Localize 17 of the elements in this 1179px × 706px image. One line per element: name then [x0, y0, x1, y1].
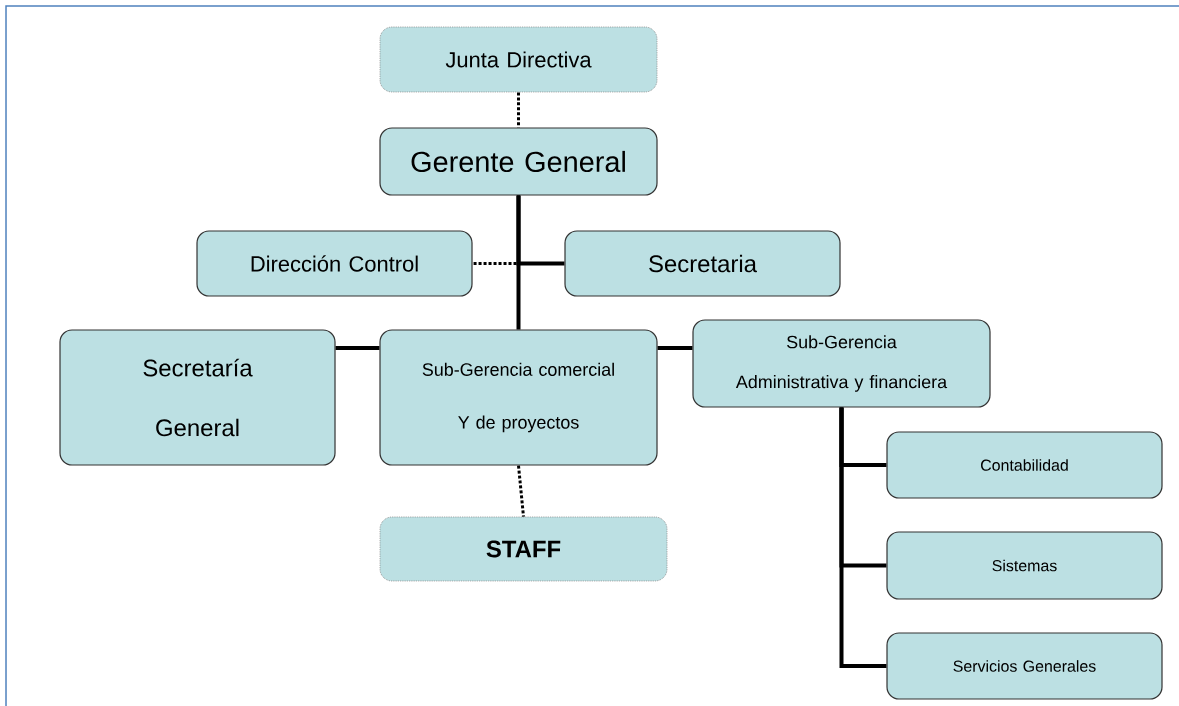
- org-box: Gerente General: [379, 127, 658, 196]
- org-box: Secretaria: [564, 230, 841, 297]
- org-box: Contabilidad: [886, 431, 1163, 499]
- connector-line: [839, 407, 887, 668]
- org-box: Dirección Control: [196, 230, 473, 297]
- org-box: STAFF: [379, 516, 668, 582]
- org-box: Sistemas: [886, 531, 1163, 600]
- org-box: Junta Directiva: [379, 26, 658, 93]
- connector-line: [335, 346, 380, 350]
- connector-line: [517, 92, 520, 128]
- connector-line: [657, 346, 693, 350]
- org-box: Secretaría General: [59, 329, 336, 466]
- org-box: Servicios Generales: [886, 632, 1163, 700]
- connector-line: [517, 465, 525, 517]
- org-box: Sub-Gerencia Administrativa y financiera: [692, 319, 991, 408]
- org-box: Sub-Gerencia comercial Y de proyectos: [379, 329, 658, 466]
- connector-line: [516, 195, 521, 330]
